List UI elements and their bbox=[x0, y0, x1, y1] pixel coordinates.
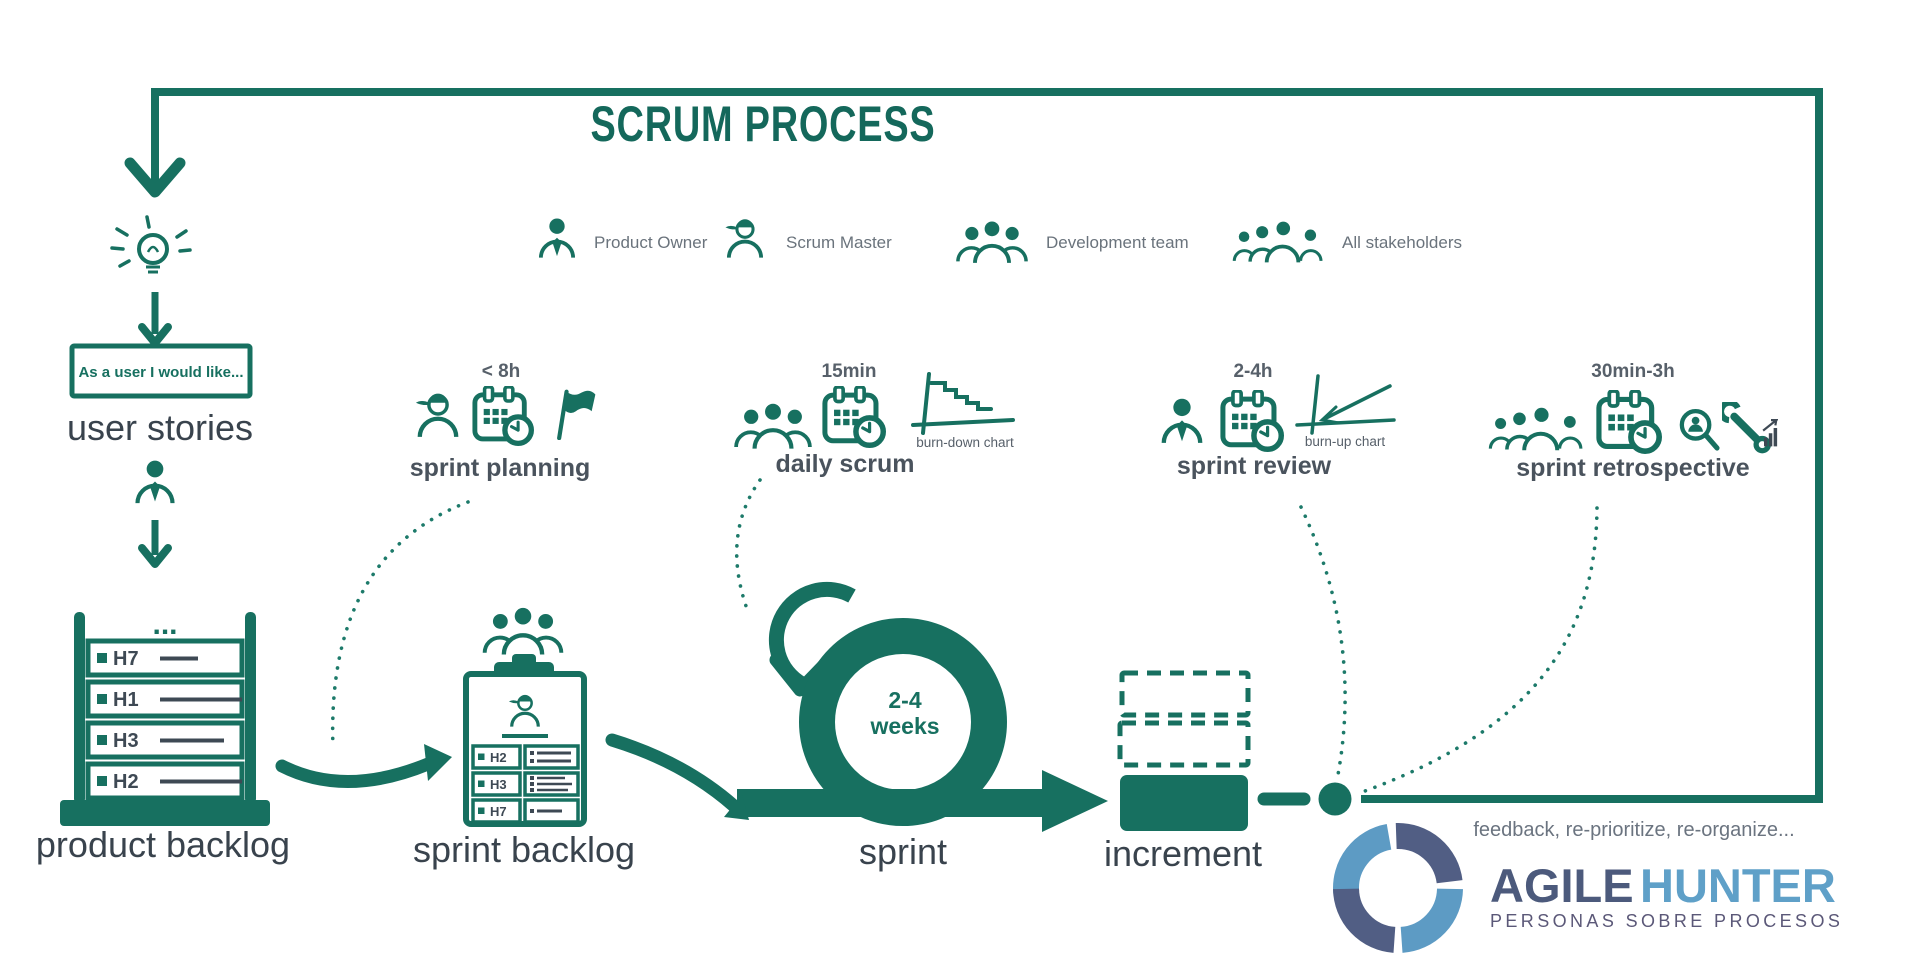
sprint-label: sprint bbox=[859, 831, 947, 872]
all-stakeholders-icon bbox=[1232, 219, 1323, 265]
daily-scrum-label: daily scrum bbox=[776, 450, 915, 478]
legend-label-product-owner: Product Owner bbox=[594, 233, 708, 252]
sprint-duration-bottom: weeks bbox=[869, 713, 939, 739]
ceremony-daily-scrum: 15min burn-down chart daily scrum bbox=[736, 361, 1015, 478]
legend: Product Owner Scrum Master Development t… bbox=[538, 216, 1462, 265]
legend-label-all-stakeholders: All stakeholders bbox=[1342, 233, 1462, 252]
dotted-link-sprint-planning bbox=[330, 500, 470, 750]
logo-cycle-icon bbox=[1333, 823, 1463, 953]
svg-text:H3: H3 bbox=[490, 777, 507, 792]
product-backlog-label: product backlog bbox=[36, 824, 290, 865]
user-story-card-text: As a user I would like... bbox=[78, 364, 243, 381]
arrow-po-to-backlog bbox=[138, 520, 172, 568]
sprint-backlog: H2 H3 H7 sprint backlog bbox=[413, 608, 635, 870]
increment-dashed-box bbox=[1119, 670, 1251, 718]
scrum-master-icon bbox=[723, 217, 764, 260]
calendar-clock-icon bbox=[825, 387, 883, 445]
sprint-review-duration: 2-4h bbox=[1233, 361, 1272, 382]
svg-text:H3: H3 bbox=[113, 730, 139, 752]
dotted-link-sprint-retrospective bbox=[1363, 506, 1599, 793]
backlog-row: H2 bbox=[85, 761, 245, 801]
increment-label: increment bbox=[1104, 833, 1262, 874]
sprint-backlog-row: H3 bbox=[471, 771, 580, 797]
backlog-row: H7 bbox=[85, 638, 245, 678]
development-team-icon bbox=[736, 404, 810, 449]
logo-tagline: PERSONAS SOBRE PROCESOS bbox=[1490, 911, 1843, 931]
arrow-backlog-to-sprint-backlog bbox=[275, 757, 435, 788]
idea-flow: As a user I would like... user stories bbox=[67, 215, 253, 568]
ceremony-sprint-retrospective: 30min-3h sprint retrospective bbox=[1490, 361, 1777, 482]
svg-text:H2: H2 bbox=[490, 750, 507, 765]
sprint-backlog-label: sprint backlog bbox=[413, 829, 635, 870]
magnifier-person-icon bbox=[1682, 411, 1717, 448]
svg-text:H2: H2 bbox=[113, 771, 139, 793]
burn-down-chart-label: burn-down chart bbox=[916, 435, 1014, 450]
development-team-icon bbox=[485, 608, 562, 655]
sprint-retrospective-label: sprint retrospective bbox=[1516, 454, 1750, 482]
arrow-bulb-to-card bbox=[138, 292, 172, 347]
development-team-icon bbox=[958, 221, 1026, 262]
burn-down-chart-icon bbox=[911, 372, 1015, 435]
feedback-note: feedback, re-prioritize, re-organize... bbox=[1473, 819, 1794, 841]
backlog-row: H1 bbox=[85, 679, 245, 719]
legend-item-product-owner: Product Owner bbox=[538, 216, 708, 260]
increment-solid-box bbox=[1120, 775, 1248, 831]
sprint-arrowhead-icon bbox=[1042, 770, 1108, 832]
legend-label-scrum-master: Scrum Master bbox=[786, 233, 892, 252]
feedback-loop-frame bbox=[124, 88, 1823, 803]
product-backlog: ... H7 H1 H3 H2 product backlog bbox=[36, 608, 290, 865]
burn-up-chart-label: burn-up chart bbox=[1305, 434, 1386, 449]
ceremony-sprint-review: 2-4h burn-up chart sprint review bbox=[1164, 361, 1396, 480]
user-story-card bbox=[69, 343, 253, 399]
sprint-duration-top: 2-4 bbox=[888, 687, 921, 713]
flag-icon bbox=[559, 391, 595, 438]
product-owner-icon bbox=[1164, 399, 1200, 443]
connector-dot bbox=[1318, 782, 1352, 816]
sprint-retrospective-duration: 30min-3h bbox=[1591, 361, 1674, 382]
page-title: SCRUM PROCESS bbox=[591, 96, 936, 152]
idea-bulb-icon bbox=[110, 215, 192, 274]
burn-up-chart-icon bbox=[1295, 374, 1396, 435]
sprint-loop: 2-4 weeks sprint bbox=[737, 581, 1108, 872]
legend-item-development-team: Development team bbox=[958, 221, 1189, 262]
svg-text:H7: H7 bbox=[113, 648, 139, 670]
backlog-row: H3 bbox=[85, 720, 245, 760]
backlog-ellipsis: ... bbox=[152, 608, 177, 641]
connectors bbox=[275, 478, 1599, 820]
dotted-link-sprint-review bbox=[1299, 505, 1347, 782]
sprint-backlog-row: H7 bbox=[471, 798, 580, 824]
backlog-base bbox=[60, 800, 270, 826]
sprint-planning-duration: < 8h bbox=[482, 361, 521, 382]
logo-word-agile: AGILE bbox=[1490, 859, 1634, 912]
product-owner-icon bbox=[138, 461, 173, 504]
svg-text:H7: H7 bbox=[490, 804, 507, 819]
daily-scrum-duration: 15min bbox=[822, 361, 877, 382]
sprint-backlog-row: H2 bbox=[471, 744, 580, 770]
product-owner-icon bbox=[538, 216, 576, 260]
scrum-master-icon bbox=[416, 394, 456, 437]
all-stakeholders-icon bbox=[1490, 408, 1580, 450]
svg-text:H1: H1 bbox=[113, 689, 139, 711]
logo-word-hunter: HUNTER bbox=[1640, 859, 1836, 912]
dotted-link-daily-scrum bbox=[734, 478, 762, 608]
calendar-clock-icon bbox=[475, 387, 531, 443]
increment-dashed-box bbox=[1117, 720, 1251, 768]
wrench-chart-icon bbox=[1721, 403, 1777, 451]
legend-item-scrum-master: Scrum Master bbox=[723, 217, 892, 260]
calendar-clock-icon bbox=[1599, 391, 1659, 451]
legend-label-development-team: Development team bbox=[1046, 233, 1189, 252]
user-stories-label: user stories bbox=[67, 407, 253, 448]
sprint-planning-label: sprint planning bbox=[410, 454, 591, 482]
increment: increment bbox=[1104, 670, 1262, 874]
arrow-sprint-backlog-to-sprint bbox=[605, 733, 741, 813]
legend-item-all-stakeholders: All stakeholders bbox=[1232, 219, 1462, 265]
sprint-review-label: sprint review bbox=[1177, 452, 1332, 480]
frame-arrowhead-down-icon bbox=[124, 157, 186, 198]
agile-hunter-logo: AGILE HUNTER PERSONAS SOBRE PROCESOS bbox=[1333, 823, 1843, 953]
ceremony-sprint-planning: < 8h sprint planning bbox=[410, 361, 596, 482]
calendar-clock-icon bbox=[1223, 391, 1281, 449]
